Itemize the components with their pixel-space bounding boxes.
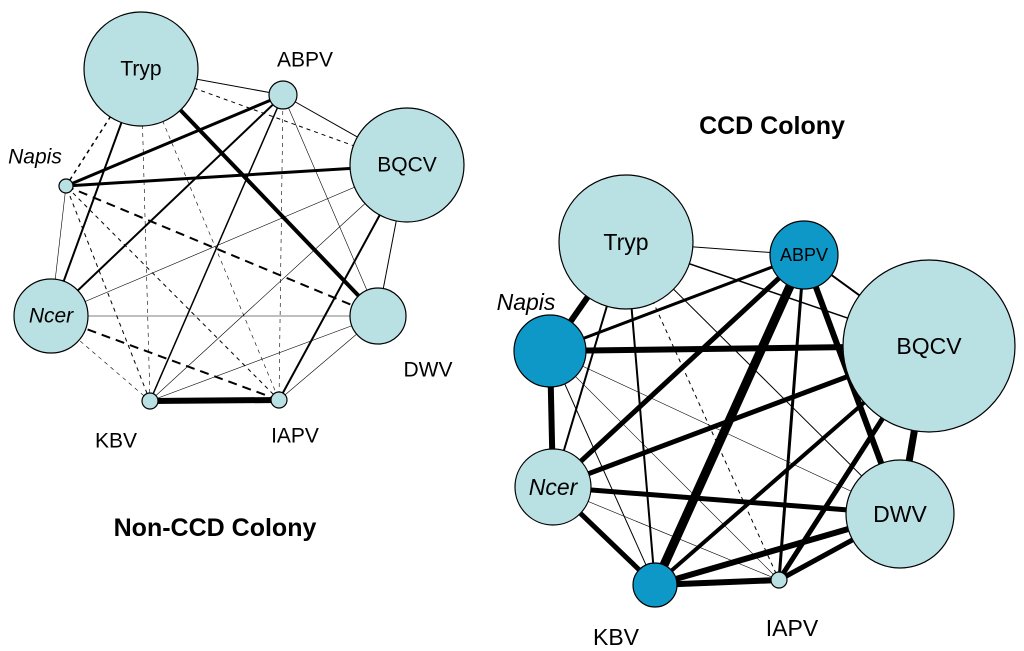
ccd-edge-abpv-ncer [551,253,806,489]
ccd-edge-dwv-napis [549,350,901,515]
ccd-node-napis [513,314,587,388]
non-ccd-node-iapv [270,391,288,409]
ccd-edge-abpv-napis [549,253,805,353]
non-ccd-node-napis [58,178,74,194]
non-ccd-edge-tryp-iapv [140,68,280,401]
non-ccd-label-bqcv: BQCV [377,154,437,177]
ccd-label-napis: Napis [497,289,556,315]
ccd-node-dwv [845,459,955,569]
ccd-label-ncer: Ncer [529,474,579,500]
ccd-node-bqcv [842,259,1016,433]
ccd-edge-iapv-ncer [552,486,780,581]
non-ccd-edge-iapv-napis [65,185,280,401]
non-ccd-nodes [13,11,465,410]
non-ccd-edge-abpv-napis [65,93,284,188]
ccd-edge-iapv-napis [549,350,780,581]
non-ccd-labels: Tryp ABPV BQCV DWV IAPV KBV Ncer Napis [8,49,452,453]
ccd-label-bqcv: BQCV [896,333,962,359]
ccd-label-kbv: KBV [593,624,640,650]
non-ccd-edge-bqcv-kbv [149,164,408,402]
non-ccd-edge-kbv-napis [65,185,151,402]
ccd-edge-abpv-iapv [777,254,806,581]
non-ccd-edge-abpv-iapv [278,94,284,401]
non-ccd-node-kbv [141,392,159,410]
ccd-node-kbv [632,562,678,608]
non-ccd-label-dwv: DWV [404,359,453,382]
ccd-nodes [513,174,1016,608]
non-ccd-label-ncer: Ncer [29,305,74,328]
non-ccd-node-ncer [13,278,89,354]
non-ccd-edge-iapv-ncer [50,315,280,401]
ccd-label-iapv: IAPV [766,615,819,641]
non-ccd-edge-dwv-kbv [149,315,379,402]
ccd-node-abpv [769,220,839,290]
ccd-edge-kbv-napis [549,350,656,586]
non-ccd-label-iapv: IAPV [271,425,319,448]
non-ccd-edge-dwv-napis [65,185,379,317]
ccd-label-abpv: ABPV [780,245,828,265]
non-ccd-label-abpv: ABPV [277,49,333,72]
non-ccd-edge-abpv-dwv [282,94,379,317]
non-ccd-edges [50,67,408,404]
non-ccd-label-napis: Napis [8,146,62,169]
non-ccd-edge-tryp-napis [65,68,142,187]
non-ccd-label-tryp: Tryp [120,58,161,81]
ccd-edge-dwv-ncer [552,484,901,517]
non-ccd-label-kbv: KBV [95,430,137,453]
ccd-edge-tryp-iapv [625,241,780,581]
ccd-label-tryp: Tryp [603,229,648,255]
non-ccd-node-dwv [349,287,407,345]
non-ccd-node-bqcv [349,107,465,223]
non-ccd-edge-bqcv-ncer [50,164,408,317]
non-ccd-edge-iapv-kbv [149,397,280,404]
non-ccd-network: Tryp ABPV BQCV DWV IAPV KBV Ncer Napis [8,11,465,453]
non-ccd-edge-kbv-ncer [50,315,151,402]
ccd-label-dwv: DWV [873,501,927,527]
ccd-node-tryp [558,174,694,310]
ccd-node-ncer [514,448,592,526]
non-ccd-title: Non-CCD Colony [114,514,317,542]
non-ccd-node-abpv [268,80,298,110]
non-ccd-edge-abpv-ncer [50,94,284,317]
non-ccd-edge-abpv-kbv [149,94,284,402]
ccd-title: CCD Colony [699,112,845,140]
non-ccd-node-tryp [83,11,199,127]
ccd-node-iapv [770,571,788,589]
